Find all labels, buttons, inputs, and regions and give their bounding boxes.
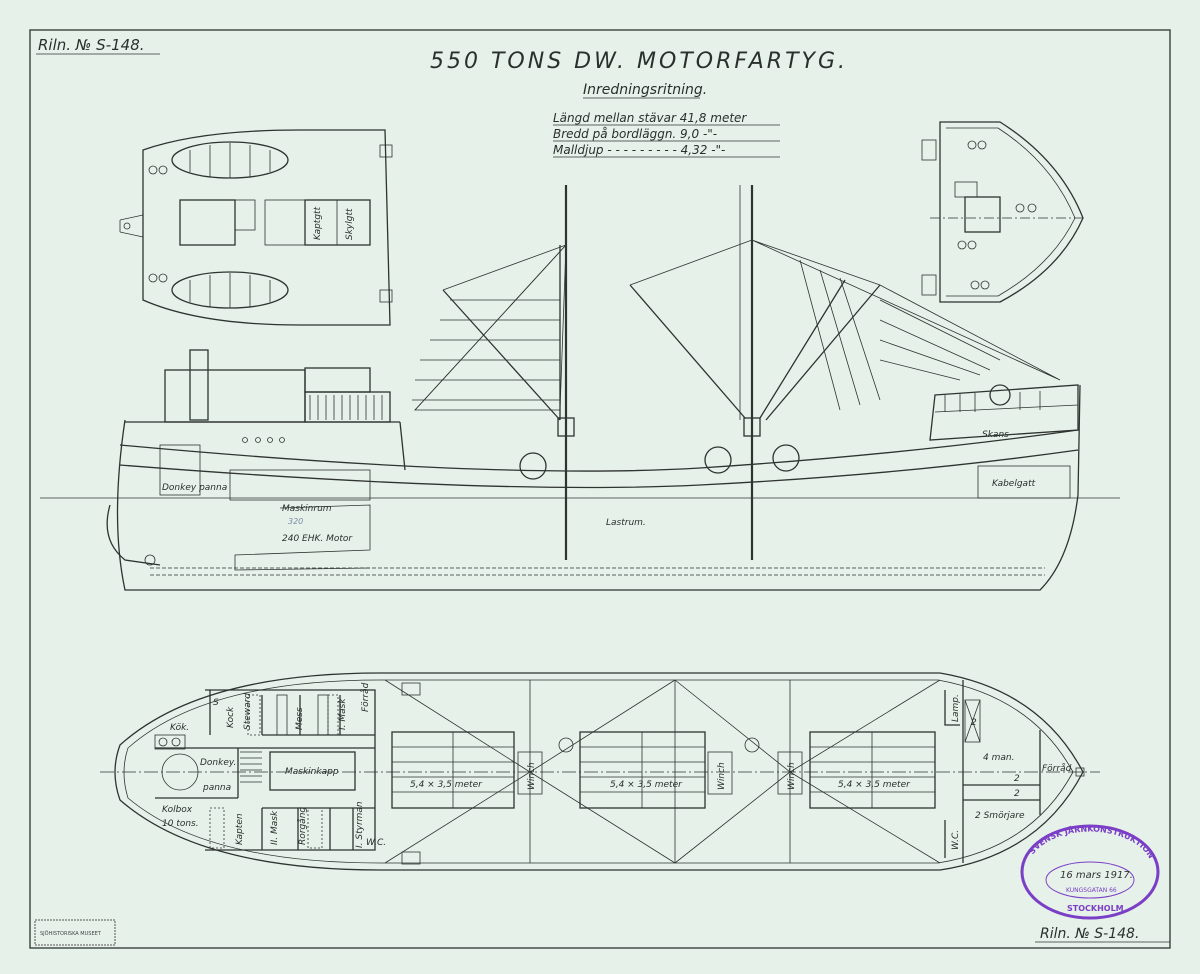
hatch-3-size: 5,4 × 3,5 meter bbox=[838, 780, 911, 790]
label-n: 2 bbox=[971, 718, 977, 728]
label-kabelgatt: Kabelgatt bbox=[992, 479, 1036, 489]
label-wc-aft: W.C. bbox=[366, 838, 386, 848]
specs: Längd mellan stävar 41,8 meter Bredd på … bbox=[553, 111, 780, 158]
label-s: S bbox=[213, 698, 219, 708]
stamp-date: 16 mars 1917. bbox=[1060, 870, 1133, 881]
drawing-number-bottom: Riln. № S-148. bbox=[1040, 926, 1139, 942]
hatch-1-size: 5,4 × 3,5 meter bbox=[410, 780, 483, 790]
label-andra-mask: II. Mask bbox=[270, 810, 280, 845]
archive-stamp-text: SJÖHISTORISKA MUSEET bbox=[40, 930, 102, 937]
drawing-border bbox=[29, 29, 1171, 949]
title: 550 TONS DW. MOTORFARTYG. bbox=[430, 49, 848, 74]
label-wc-fore: W.C. bbox=[951, 830, 961, 850]
stamp-city: STOCKHOLM bbox=[1067, 904, 1124, 913]
label-maskinkapp: Maskinkapp bbox=[285, 767, 339, 777]
svg-text:SVENSK JÄRNKONSTRUKTION: SVENSK JÄRNKONSTRUKTION bbox=[1027, 825, 1155, 860]
label-steward: Steward bbox=[243, 693, 253, 730]
hatch-3: 5,4 × 3,5 meter bbox=[809, 731, 936, 809]
label-motor: 240 EHK. Motor bbox=[282, 534, 353, 544]
label-skans: Skans bbox=[982, 430, 1009, 440]
winch-1: Winch bbox=[527, 762, 537, 790]
label-two-2: 2 bbox=[1014, 789, 1020, 799]
label-donkey-panna: Donkey panna bbox=[162, 483, 227, 493]
drawing-number-top: Riln. № S-148. bbox=[38, 36, 145, 54]
hatch-1: 5,4 × 3,5 meter bbox=[391, 731, 515, 809]
label-panna: panna bbox=[202, 783, 231, 793]
archive-stamp: SJÖHISTORISKA MUSEET bbox=[34, 919, 116, 946]
company-stamp: SVENSK JÄRNKONSTRUKTION 16 mars 1917. KU… bbox=[1020, 824, 1160, 920]
subtitle: Inredningsritning. bbox=[583, 82, 707, 98]
spec-breadth: Bredd på bordläggn. 9,0 -"- bbox=[553, 127, 717, 141]
label-forrad: Förråd bbox=[1042, 763, 1072, 774]
label-four-man: 4 man. bbox=[983, 753, 1014, 763]
label-kok: Kök. bbox=[170, 723, 189, 733]
winch-3: Winch bbox=[787, 762, 797, 790]
spec-depth: Malldjup - - - - - - - - - 4,32 -"- bbox=[553, 143, 725, 157]
label-two-1: 2 bbox=[1014, 774, 1020, 784]
forecastle-plan bbox=[921, 121, 1084, 303]
motor-note: 320 bbox=[288, 517, 303, 526]
label-kolbox: Kolbox bbox=[162, 805, 193, 815]
hatch-2-size: 5,4 × 3,5 meter bbox=[610, 780, 683, 790]
label-lamp: Lamp. bbox=[951, 694, 961, 722]
stamp-address: KUNGSGATAN 66 bbox=[1066, 887, 1117, 894]
profile-elevation: Donkey panna Maskinrum 320 240 EHK. Moto… bbox=[40, 185, 1120, 591]
label-kapten: Kapten bbox=[235, 813, 245, 845]
hatch-2: 5,4 × 3,5 meter bbox=[579, 731, 706, 809]
label-forrad-aft: Förråd bbox=[360, 682, 371, 712]
label-two-smorjare: 2 Smörjare bbox=[975, 811, 1025, 821]
label-kolbox-tons: 10 tons. bbox=[162, 819, 199, 829]
label-skylgtt: Skylgtt bbox=[345, 208, 355, 240]
label-mess: Mess bbox=[295, 707, 305, 730]
stamp-top: SVENSK JÄRNKONSTRUKTION bbox=[1027, 825, 1155, 860]
deck-plan: Kök. Kock Steward Mess I. Mask Förråd Do… bbox=[100, 672, 1100, 871]
label-kaptgtt: Kaptgtt bbox=[313, 206, 323, 240]
label-forsta-styrman: I. Styrman bbox=[355, 801, 365, 848]
poop-deck-plan: Kaptgtt Skylgtt bbox=[119, 129, 393, 326]
winch-2: Winch bbox=[717, 762, 727, 790]
label-rorgang: Rorgång bbox=[297, 807, 308, 845]
label-maskinrum: Maskinrum bbox=[282, 504, 332, 514]
label-kock: Kock bbox=[226, 706, 236, 728]
spec-length: Längd mellan stävar 41,8 meter bbox=[553, 111, 747, 125]
label-forsta-mask: I. Mask bbox=[338, 698, 348, 730]
label-donkey: Donkey. bbox=[200, 758, 236, 768]
label-lastrum: Lastrum. bbox=[606, 518, 646, 528]
